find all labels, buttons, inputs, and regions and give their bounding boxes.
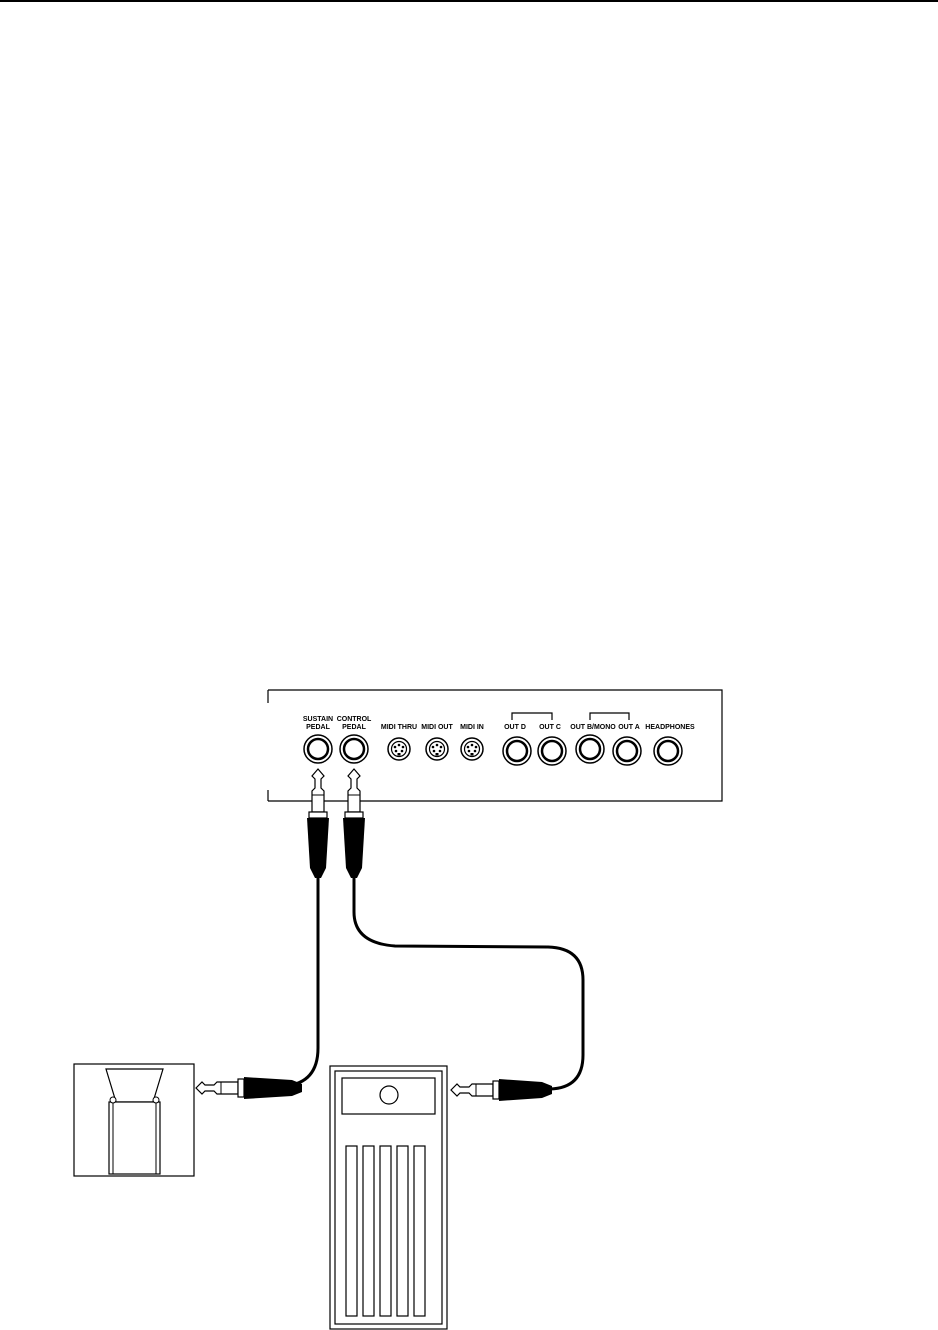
headphones-jack [653, 736, 683, 766]
bracket-out-b-a [589, 712, 630, 720]
control-label-1: CONTROL [337, 716, 372, 723]
control-horizontal-plug [450, 1079, 552, 1101]
midi-out-label: MIDI OUT [421, 724, 453, 731]
sustain-label-1: SUSTAIN [303, 716, 333, 723]
out-a-label: OUT A [618, 724, 640, 731]
sustain-pedal-jack [303, 734, 333, 764]
sustain-vertical-plug [307, 768, 329, 878]
sustain-footswitch [73, 1063, 195, 1177]
panel-outline [268, 689, 723, 802]
out-b-mono-label: OUT B/MONO [570, 724, 616, 731]
out-c-label: OUT C [539, 724, 561, 731]
control-vertical-plug [343, 768, 365, 878]
headphones-label: HEADPHONES [645, 724, 695, 731]
expression-pedal [329, 1065, 448, 1330]
midi-out-jack [425, 737, 449, 761]
sustain-label-2: PEDAL [306, 724, 330, 731]
sustain-cable [284, 878, 320, 1088]
out-d-jack [502, 736, 532, 766]
control-cable [352, 878, 585, 1091]
midi-in-label: MIDI IN [460, 724, 484, 731]
out-d-label: OUT D [504, 724, 526, 731]
midi-thru-jack [387, 737, 411, 761]
midi-thru-label: MIDI THRU [381, 724, 417, 731]
out-a-jack [612, 736, 642, 766]
control-pedal-jack [339, 734, 369, 764]
top-rule [0, 0, 938, 2]
control-label-2: PEDAL [342, 724, 366, 731]
sustain-horizontal-plug [195, 1077, 302, 1099]
bracket-out-d-c [511, 712, 553, 720]
out-b-mono-jack [575, 734, 605, 764]
rear-panel: SUSTAIN PEDAL CONTROL PEDAL MIDI THRU MI… [267, 689, 723, 802]
out-c-jack [537, 736, 567, 766]
midi-in-jack [460, 737, 484, 761]
